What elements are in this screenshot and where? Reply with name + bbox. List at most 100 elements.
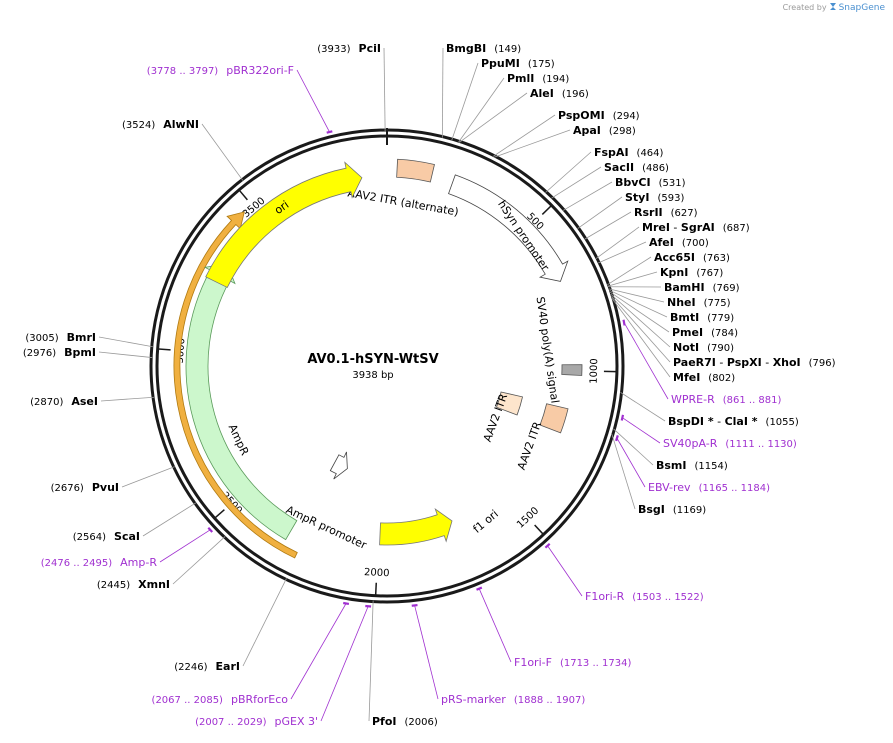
eari-name: EarI <box>216 660 240 673</box>
bmti-site-label: BmtI(779) <box>670 311 734 324</box>
ori-arrow <box>205 161 363 288</box>
prs-marker-site-label: pRS-marker(1888 .. 1907) <box>441 693 585 706</box>
acc65i-pos: (763) <box>703 253 730 264</box>
sacii-leader <box>551 166 602 199</box>
snapgene-logo-icon <box>829 2 837 13</box>
nhei-site-label: NheI(775) <box>667 296 731 309</box>
paer7i-name3: XhoI <box>773 356 801 369</box>
bspdi-leader <box>620 392 666 422</box>
alwni-site-label: (3524)AlwNI <box>122 118 199 131</box>
xmni-name: XmnI <box>138 578 170 591</box>
eari-leader <box>242 578 287 667</box>
ppumi-name: PpuMI <box>481 57 520 70</box>
bmgbi-leader <box>441 47 444 138</box>
bmgbi-pos: (149) <box>494 44 521 55</box>
pmei-site-label: PmeI(784) <box>672 326 738 339</box>
amp-r-leader <box>159 529 211 563</box>
f1ori-f-pos: (1713 .. 1734) <box>560 658 632 669</box>
paer7i-name: PaeR7I <box>673 356 716 369</box>
pvui-name: PvuI <box>92 481 119 494</box>
scai-leader <box>142 502 197 537</box>
rsrii-pos: (627) <box>671 208 698 219</box>
ampr-promoter-arrow <box>329 451 348 480</box>
bbvci-leader <box>562 181 613 211</box>
styi-site-label: StyI(593) <box>625 191 684 204</box>
styi-name: StyI <box>625 191 649 204</box>
aav2-itr-alternate-block <box>396 158 435 183</box>
sacii-pos: (486) <box>642 163 669 174</box>
alei-site-label: AleI(196) <box>530 87 589 100</box>
bsmi-pos: (1154) <box>695 461 728 472</box>
pfoi-pos: (2006) <box>405 717 438 728</box>
rsrii-site-label: RsrII (627) <box>634 206 698 219</box>
mrei-sep: - <box>670 221 681 234</box>
sv40-polya-label: SV40 poly(A) signal <box>534 296 562 404</box>
bmgbi-site-label: BmgBI(149) <box>446 42 521 55</box>
mfei-name: MfeI <box>673 371 700 384</box>
noti-name: NotI <box>673 341 699 354</box>
aav2-itr-outer-block <box>539 403 569 434</box>
fspai-leader <box>545 151 592 193</box>
hsyn-promoter-arrow <box>448 174 569 282</box>
pbrforeco-site-label: (2067 .. 2085)pBRforEco <box>152 693 289 706</box>
mfei-pos: (802) <box>708 373 735 384</box>
f1ori-r-pos: (1503 .. 1522) <box>632 592 704 603</box>
sv40pa-r-pos: (1111 .. 1130) <box>725 439 797 450</box>
wpre-r-leader <box>623 322 669 400</box>
ebv-rev-pos: (1165 .. 1184) <box>699 483 771 494</box>
noti-pos: (790) <box>707 343 734 354</box>
pgex3-site-label: (2007 .. 2029)pGEX 3' <box>195 715 318 728</box>
bamhi-pos: (769) <box>713 283 740 294</box>
bmti-pos: (779) <box>707 313 734 324</box>
ampr-promoter-label: AmpR promoter <box>284 503 369 552</box>
backbone <box>149 128 625 604</box>
pmli-site-label: PmlI(194) <box>507 72 569 85</box>
kpni-site-label: KpnI(767) <box>660 266 723 279</box>
sv40pa-r-name: SV40pA-R <box>663 437 718 450</box>
scale-tick <box>239 190 248 201</box>
mrei-name2: SgrAI <box>681 221 715 234</box>
bmri-name: BmrI <box>67 331 96 344</box>
afei-site-label: AfeI (700) <box>649 236 709 249</box>
bsmi-leader <box>613 428 654 466</box>
bbvci-pos: (531) <box>659 178 686 189</box>
alwni-pos: (3524) <box>122 120 155 131</box>
scale-tick <box>158 348 171 351</box>
bsmi-site-label: BsmI(1154) <box>656 459 728 472</box>
pvui-site-label: (2676) PvuI <box>51 481 119 494</box>
fspai-name: FspAI <box>594 146 629 159</box>
bbvci-site-label: BbvCI(531) <box>615 176 686 189</box>
scale-tick <box>214 509 225 519</box>
pbrforeco-name: pBRforEco <box>231 693 288 706</box>
f1ori-f-name: F1ori-F <box>514 656 552 669</box>
acc65i-name: Acc65I <box>654 251 695 264</box>
bsgi-name: BsgI <box>638 503 665 516</box>
bmri-site-label: (3005)BmrI <box>25 331 96 344</box>
f1-ori-label: f1 ori <box>471 507 501 535</box>
alei-pos: (196) <box>562 89 589 100</box>
prs-marker-leader <box>414 605 439 700</box>
pbrforeco-primer-mark <box>343 601 350 606</box>
wpre-r-site-label: WPRE-R(861 .. 881) <box>671 393 782 406</box>
ebv-rev-primer-mark <box>615 435 619 442</box>
f1ori-r-name: F1ori-R <box>585 590 625 603</box>
pspomi-leader <box>493 114 556 157</box>
fspai-pos: (464) <box>637 148 664 159</box>
pfoi-leader <box>368 600 374 722</box>
styi-leader <box>577 196 623 229</box>
pbr322ori-f-name: pBR322ori-F <box>226 64 294 77</box>
pgex3-name: pGEX 3' <box>274 715 318 728</box>
pvui-pos: (2676) <box>51 483 84 494</box>
acc65i-leader <box>607 256 652 286</box>
rsrii-name: RsrII <box>634 206 663 219</box>
paer7i-sep: - <box>716 356 727 369</box>
bamhi-site-label: BamHI(769) <box>664 281 740 294</box>
afei-name: AfeI <box>649 236 674 249</box>
afei-pos: (700) <box>682 238 709 249</box>
amp-r-site-label: (2476 .. 2495)Amp-R <box>41 556 158 569</box>
bpmi-pos: (2976) <box>23 348 56 359</box>
alwni-leader <box>201 123 244 181</box>
pspomi-pos: (294) <box>613 111 640 122</box>
